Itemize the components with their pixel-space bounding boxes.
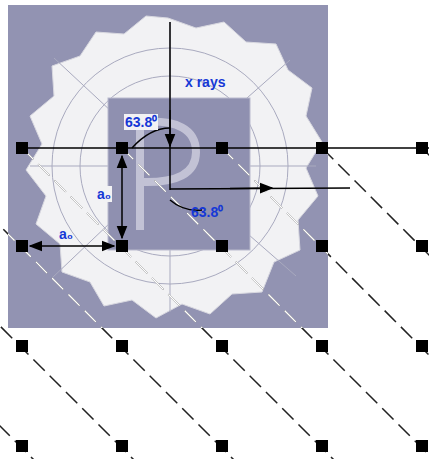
- lattice-point: [116, 340, 128, 352]
- plane-line: [22, 148, 342, 459]
- lattice-point: [416, 240, 428, 252]
- lattice-point: [316, 340, 328, 352]
- angle-label: 63.8⁰: [124, 114, 158, 130]
- angle-arc: [132, 128, 170, 148]
- ray-label: x rays: [184, 74, 226, 90]
- lattice-point: [16, 340, 28, 352]
- reflected-ray: [170, 188, 350, 189]
- plane-line: [22, 148, 328, 328]
- dimension-label: a₀: [58, 226, 74, 242]
- plane-line: [122, 148, 429, 459]
- lattice-point: [16, 240, 28, 252]
- plane-line: [322, 148, 429, 459]
- lattice-points: [16, 142, 428, 452]
- dimension-arrow: [30, 245, 114, 247]
- plane-line: [0, 148, 42, 459]
- plane-line: [222, 148, 328, 328]
- plane-line: [222, 148, 429, 459]
- lattice-point: [316, 240, 328, 252]
- lattice-point: [416, 340, 428, 352]
- plane-line: [8, 148, 242, 328]
- plane-line: [0, 148, 242, 459]
- lattice-point: [216, 340, 228, 352]
- dimension-label: a₀: [96, 186, 112, 202]
- inner-panel: [108, 98, 250, 250]
- background-image: [8, 5, 328, 328]
- angle-label: 63.8⁰: [190, 204, 224, 220]
- lattice-point: [116, 440, 128, 452]
- plane-line: [322, 148, 328, 328]
- lattice-point: [216, 240, 228, 252]
- plane-line: [422, 148, 429, 459]
- row-line: [22, 147, 429, 149]
- plane-line: [122, 148, 328, 328]
- reflected-arrow: [230, 187, 272, 189]
- lattice-point: [316, 440, 328, 452]
- lattice-point: [416, 440, 428, 452]
- lattice-point: [216, 440, 228, 452]
- dimension-arrow: [121, 156, 123, 238]
- web-shape: [26, 16, 322, 318]
- lattice-planes: [0, 148, 429, 459]
- web-threads: [30, 22, 316, 312]
- plane-line: [8, 148, 42, 328]
- lattice-point: [116, 240, 128, 252]
- lattice-point: [16, 440, 28, 452]
- plane-line: [0, 148, 142, 459]
- incident-ray: [169, 22, 171, 190]
